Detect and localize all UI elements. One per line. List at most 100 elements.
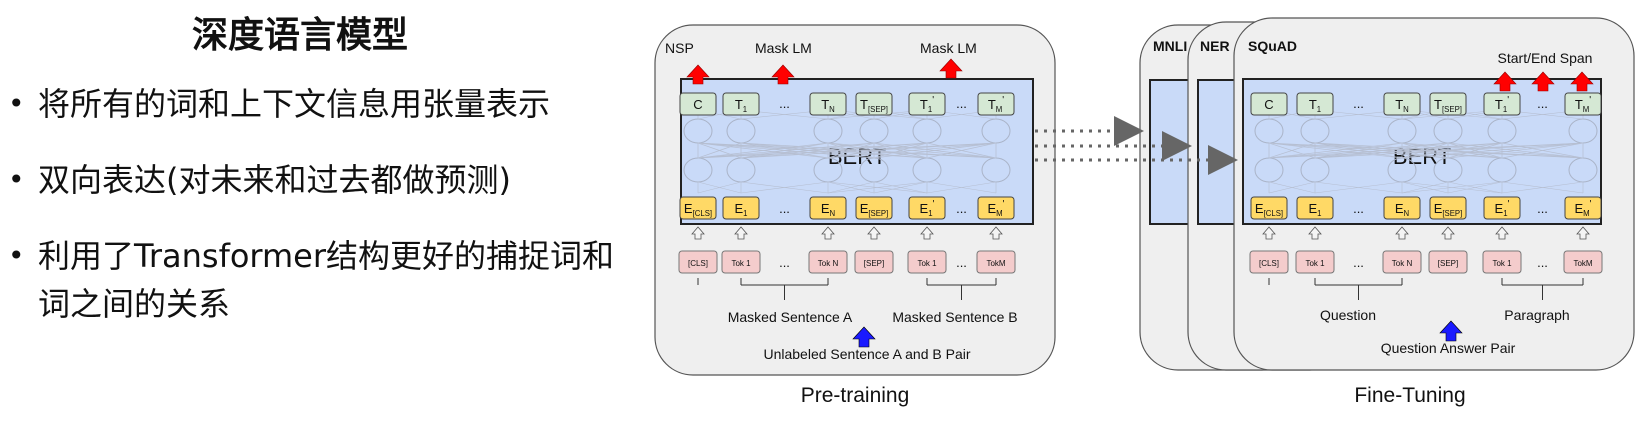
embedding-box-label: E1': [1495, 199, 1510, 218]
embedding-box: [1250, 196, 1288, 220]
output-box: [1564, 92, 1602, 116]
output-box: [1429, 92, 1467, 116]
attention-link: [1501, 181, 1584, 194]
output-box: [679, 92, 717, 116]
attention-link: [697, 142, 875, 159]
token-box: [678, 250, 718, 274]
ellipsis-label: ...: [1537, 255, 1548, 270]
finetuning-input-label: Question Answer Pair: [1381, 340, 1516, 356]
input-arrow-icon: [989, 226, 1003, 240]
attention-link: [1268, 142, 1449, 159]
embedding-box: [1483, 196, 1521, 220]
attention-link: [1447, 142, 1503, 159]
embedding-box: [977, 196, 1015, 220]
token-box: [976, 250, 1016, 274]
output-box-label: TN: [821, 97, 835, 114]
token-box: [1295, 250, 1335, 274]
attention-link: [697, 142, 829, 159]
span-output-arrow-icon-3: [1570, 71, 1594, 92]
token-box: [1482, 250, 1522, 274]
mask-lm-output-arrow-icon: [771, 64, 795, 85]
span-output-arrow-icon: [1493, 71, 1517, 92]
bullet-list: •将所有的词和上下文信息用张量表示 •双向表达(对未来和过去都做预测) •利用了…: [8, 80, 628, 356]
output-box-label: T[SEP]: [1434, 97, 1462, 114]
attention-link: [1268, 181, 1316, 194]
pretraining-caption: Pre-training: [801, 384, 910, 407]
pretraining-input-arrow-icon: [852, 326, 876, 348]
ellipsis-label: ...: [956, 96, 967, 111]
ellipsis-label: ...: [1537, 201, 1548, 216]
mask-lm-output-arrow-icon-2: [939, 58, 963, 79]
attention-link: [1268, 142, 1584, 159]
token-box: [1249, 250, 1289, 274]
output-box-label: TM': [1575, 95, 1591, 114]
attention-link: [1268, 142, 1403, 159]
embedding-box-label: E1: [1308, 201, 1321, 218]
output-box: [809, 92, 847, 116]
token-box: [808, 250, 848, 274]
token-box-label: TokM: [986, 259, 1005, 268]
paragraph-label: Paragraph: [1504, 307, 1569, 323]
token-box-label: [SEP]: [1438, 259, 1458, 268]
token-box: [907, 250, 947, 274]
attention-link: [1314, 181, 1403, 194]
output-box-label: T1: [735, 97, 747, 114]
nsp-output-arrow-icon: [686, 64, 710, 85]
embedding-box: [809, 196, 847, 220]
embedding-box: [1296, 196, 1334, 220]
attention-link: [697, 142, 742, 159]
output-box: [722, 92, 760, 116]
output-box-label: C: [1264, 97, 1273, 112]
attention-link: [827, 142, 928, 159]
embedding-box: [679, 196, 717, 220]
bullet-dot-icon: •: [8, 239, 25, 272]
input-arrow-icon: [691, 226, 705, 240]
token-box-label: Tok 1: [1492, 259, 1512, 268]
output-box-label: C: [693, 97, 702, 112]
token-box: [721, 250, 761, 274]
attention-link: [827, 181, 875, 194]
token-box-label: Tok N: [1392, 259, 1413, 268]
token-box-label: [SEP]: [864, 259, 884, 268]
embedding-box-label: EN: [821, 201, 835, 218]
attention-link: [697, 181, 742, 194]
output-box: [908, 92, 946, 116]
token-box-label: Tok 1: [917, 259, 937, 268]
ellipsis-label: ...: [1353, 201, 1364, 216]
attention-link: [1314, 142, 1584, 159]
embedding-box-label: E[SEP]: [1434, 201, 1463, 218]
attention-link: [1268, 142, 1503, 159]
embedding-box-label: E[CLS]: [1255, 201, 1283, 218]
attention-link: [926, 142, 997, 159]
attention-link: [827, 142, 997, 159]
token-box: [1428, 250, 1468, 274]
mask-lm-head-label-2: Mask LM: [920, 40, 977, 56]
ellipsis-label: ...: [1353, 255, 1364, 270]
attention-link: [1401, 142, 1584, 159]
input-arrow-icon: [734, 226, 748, 240]
token-box-label: Tok N: [818, 259, 839, 268]
attention-link: [873, 142, 997, 159]
bullet-item: •利用了Transformer结构更好的捕捉词和词之间的关系: [8, 232, 628, 328]
task-squad-label: SQuAD: [1248, 38, 1297, 54]
token-box-label: Tok 1: [1305, 259, 1325, 268]
attention-link: [740, 181, 829, 194]
task-ner-label: NER: [1200, 38, 1230, 54]
attention-link: [1268, 142, 1316, 159]
finetuning-panels: MNLI NER SQuAD BERT Start/End Span Fine-…: [1139, 17, 1635, 407]
pretraining-input-label: Unlabeled Sentence A and B Pair: [763, 346, 970, 362]
masked-sentence-b-label: Masked Sentence B: [892, 309, 1017, 325]
bullet-dot-icon: •: [8, 87, 25, 120]
attention-link: [740, 142, 928, 159]
ellipsis-label: ...: [1537, 96, 1548, 111]
attention-link: [873, 142, 928, 159]
output-box: [1383, 92, 1421, 116]
output-box-label: TN: [1395, 97, 1409, 114]
embedding-box: [1564, 196, 1602, 220]
input-arrow-icon: [920, 226, 934, 240]
output-box: [1483, 92, 1521, 116]
input-arrow-icon: [1308, 226, 1322, 240]
embedding-box-label: E1: [734, 201, 747, 218]
output-box: [1250, 92, 1288, 116]
